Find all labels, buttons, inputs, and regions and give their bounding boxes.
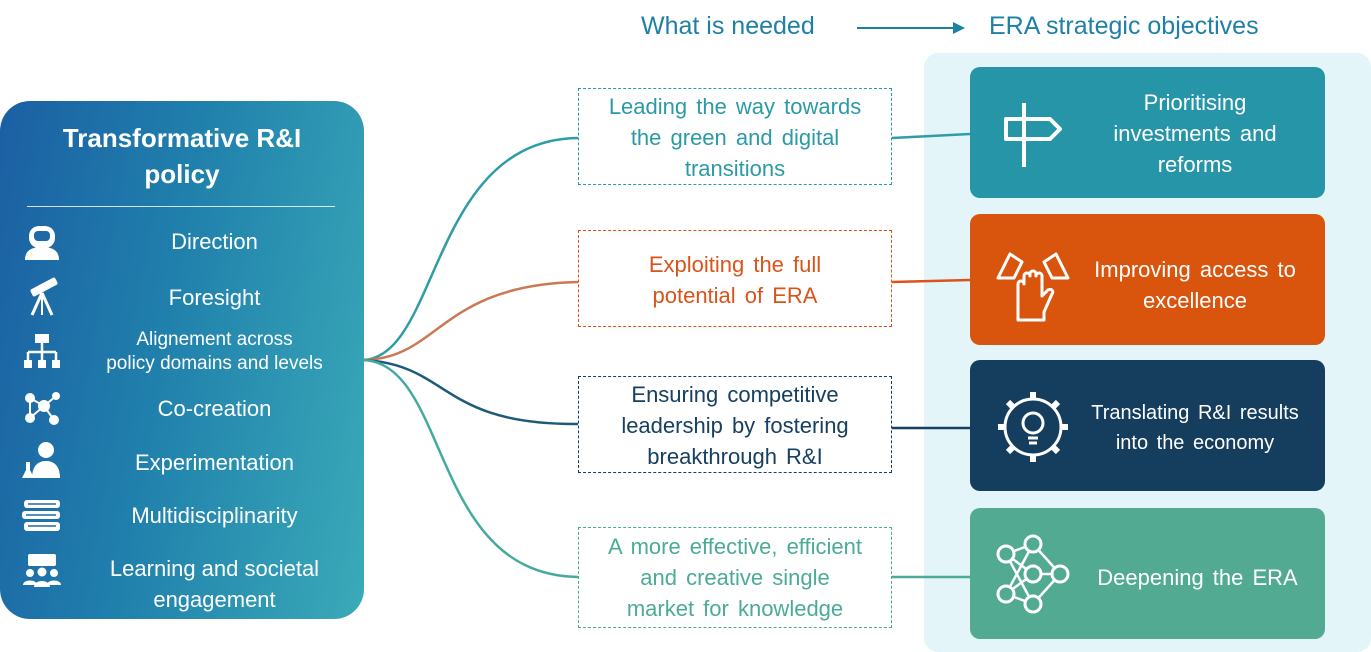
objective-deepening-line1: Deepening the ERA — [1097, 565, 1298, 590]
audience-icon — [23, 554, 61, 587]
books-icon — [22, 500, 60, 531]
need-single-market-line3: market for knowledge — [626, 596, 844, 621]
need-leadership-line3: breakthrough R&I — [647, 444, 823, 469]
header-era-objectives: ERA strategic objectives — [989, 12, 1259, 40]
signpost-icon — [1004, 103, 1062, 167]
policy-item-learning-line2: engagement — [153, 587, 276, 612]
hands-icon — [996, 252, 1070, 322]
panel-divider — [27, 206, 335, 207]
policy-item-direction: Direction — [171, 229, 258, 254]
telescope-icon — [30, 277, 58, 316]
policy-item-multidisciplinarity: Multidisciplinarity — [131, 503, 298, 528]
need-green-digital: Leading the way towards the green and di… — [578, 88, 892, 185]
need-green-digital-line2: the green and digital — [630, 125, 840, 150]
connector-single-market — [363, 358, 579, 579]
need-full-potential: Exploiting the full potential of ERA — [578, 230, 892, 327]
need-leadership-line1: Ensuring competitive — [631, 382, 839, 407]
objective-economy-line1: Translating R&I results — [1091, 402, 1299, 424]
policy-item-alignment-line1: Alignement across — [136, 329, 293, 350]
need-full-potential-line1: Exploiting the full — [648, 252, 822, 277]
header-what-is-needed: What is needed — [641, 12, 815, 40]
panel-title: Transformative R&I policy — [0, 120, 364, 192]
network-icon — [25, 392, 60, 425]
need-single-market-line2: and creative single — [640, 565, 830, 590]
org-chart-icon — [24, 334, 60, 368]
connector-obj-1 — [891, 132, 971, 140]
objective-prioritising-line1: Prioritising — [1143, 90, 1247, 115]
policy-item-alignment: Alignement across policy domains and lev… — [72, 328, 357, 376]
objective-economy-line2: into the economy — [1115, 432, 1275, 454]
scientist-icon — [22, 442, 60, 478]
connector-leadership — [363, 358, 579, 426]
neural-network-icon — [996, 534, 1070, 614]
objective-deepening: Deepening the ERA — [970, 508, 1325, 639]
need-single-market: A more effective, efficient and creative… — [578, 527, 892, 628]
objective-prioritising-line2: investments and — [1113, 121, 1277, 146]
policy-item-cocreation: Co-creation — [157, 396, 272, 421]
need-green-digital-line3: transitions — [684, 156, 786, 181]
need-leadership: Ensuring competitive leadership by foste… — [578, 376, 892, 473]
policy-item-foresight: Foresight — [168, 285, 261, 310]
lightbulb-gear-icon — [998, 392, 1068, 462]
need-leadership-line2: leadership by fostering — [621, 413, 849, 438]
need-green-digital-line1: Leading the way towards — [608, 94, 862, 119]
transformative-policy-panel — [0, 101, 364, 619]
header-arrow-icon — [857, 22, 965, 34]
panel-title-line1: Transformative R&I — [62, 123, 302, 153]
policy-item-learning-line1: Learning and societal — [109, 556, 320, 581]
objective-excellence-line1: Improving access to — [1094, 257, 1296, 282]
connector-full-potential — [363, 280, 579, 362]
objective-prioritising-line3: reforms — [1157, 152, 1233, 177]
astronaut-icon — [25, 226, 59, 260]
objective-economy: Translating R&I results into the economy — [970, 360, 1325, 491]
policy-item-learning: Learning and societal engagement — [72, 553, 357, 615]
policy-item-experimentation: Experimentation — [135, 450, 294, 475]
need-full-potential-line2: potential of ERA — [652, 283, 818, 308]
connector-obj-2 — [891, 278, 971, 284]
objective-excellence: Improving access to excellence — [970, 214, 1325, 345]
objective-excellence-line2: excellence — [1143, 288, 1247, 313]
need-single-market-line1: A more effective, efficient — [608, 534, 862, 559]
policy-item-alignment-line2: policy domains and levels — [106, 353, 323, 374]
panel-title-line2: policy — [144, 159, 220, 189]
objective-prioritising: Prioritising investments and reforms — [970, 67, 1325, 198]
connector-green-digital — [363, 136, 579, 362]
